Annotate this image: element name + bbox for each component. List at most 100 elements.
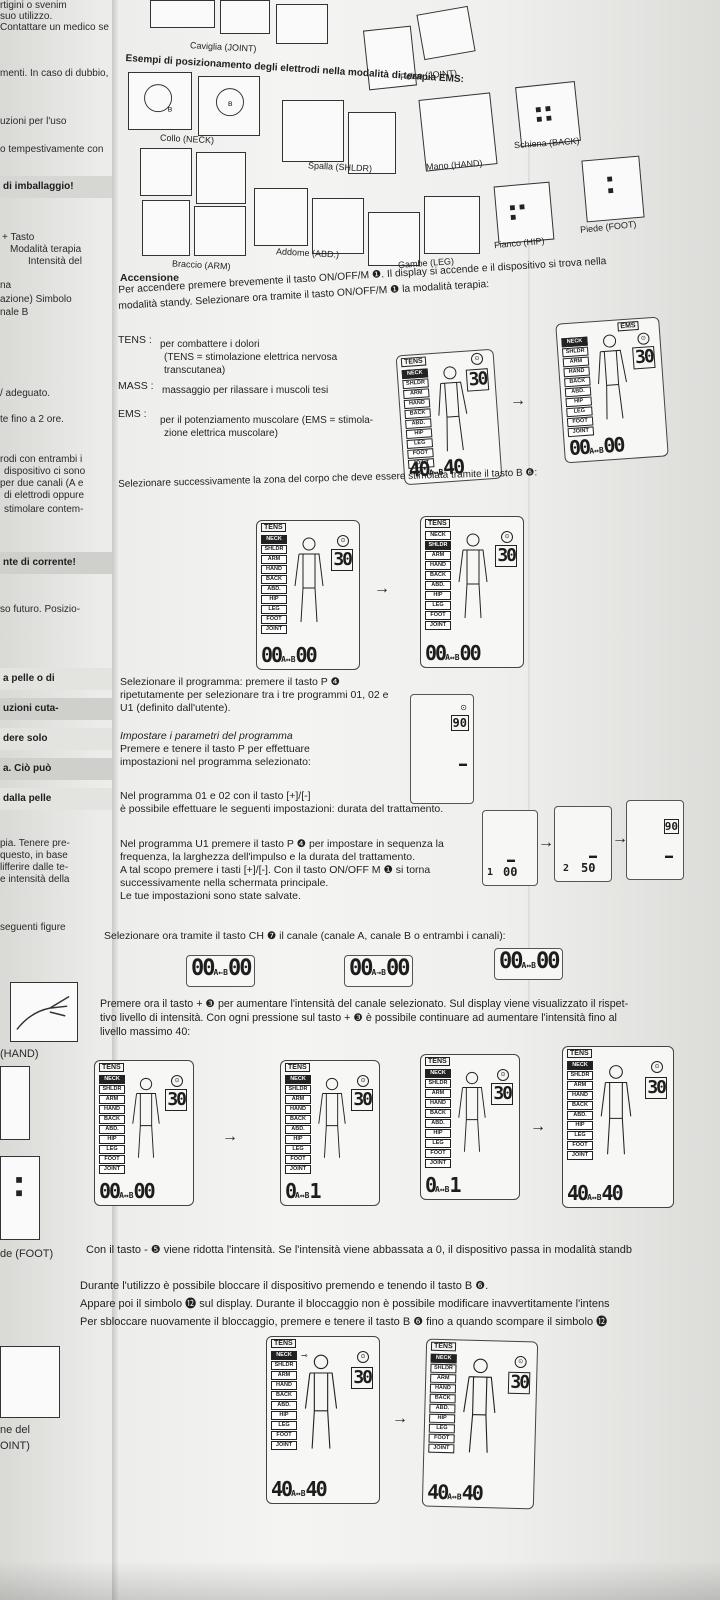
arrow-icon: →: [222, 1128, 238, 1145]
lcd-zone: NECK: [430, 1353, 457, 1364]
ankle-photo: [150, 0, 215, 28]
mode-ems-text: zione elettrica muscolare): [164, 428, 278, 439]
body-outline-icon: [591, 332, 634, 429]
lcd-zone: FOOT: [566, 416, 594, 428]
lcd-zone: SHLDR: [99, 1085, 125, 1094]
lcd-mode: TENS: [425, 519, 450, 528]
timer-icon: ⊙: [357, 1351, 369, 1363]
lcd-zone: FOOT: [271, 1431, 297, 1440]
lcd-zone: HAND: [403, 398, 431, 410]
body-outline-icon: [597, 1059, 635, 1168]
channel-display-a: 00A←B00: [186, 955, 256, 987]
left-line: + Tasto: [2, 232, 35, 243]
lock-text: Durante l'utilizzo è possibile bloccare …: [80, 1280, 489, 1292]
lcd-timer: 30: [165, 1089, 187, 1111]
lcd-mode: TENS: [425, 1057, 450, 1066]
power-on-heading: Accensione: [120, 272, 179, 284]
lcd-zone: HIP: [261, 595, 287, 604]
lcd-zone: ABD.: [425, 581, 451, 590]
duration-icon: ▬: [665, 851, 673, 860]
arrow-icon: →: [392, 1410, 408, 1427]
left-bar: dere solo: [0, 728, 112, 750]
lcd-display: EMS NECK SHLDR ARM HAND BACK ABD. HIP LE…: [555, 316, 669, 464]
mode-ems-text: per il potenziamento muscolare (EMS = st…: [160, 415, 374, 426]
left-bar: a. Ciò può: [0, 758, 112, 780]
mini-display: ▬ 1 00: [482, 810, 538, 886]
left-line: rtigini o svenim: [0, 0, 67, 11]
lcd-zone: ARM: [425, 1089, 451, 1098]
lcd-channels: 0A↔B1: [285, 1179, 322, 1203]
lcd-mode: TENS: [567, 1049, 592, 1058]
lcd-zone: BACK: [429, 1393, 456, 1404]
lcd-zone: NECK: [567, 1061, 593, 1070]
back-photo: [515, 81, 581, 147]
left-line: e intensità della: [0, 874, 70, 885]
lcd-channels: 0A↔B1: [425, 1173, 462, 1197]
body-outline-icon: [301, 1349, 341, 1462]
program-u1-text: frequenza, la larghezza dell'impulso e l…: [120, 851, 416, 863]
arm-photo: [194, 206, 246, 256]
lcd-zone: BACK: [425, 571, 451, 580]
lcd-timer: 30: [351, 1089, 373, 1111]
body-outline-icon: [291, 533, 327, 634]
lcd-channels: 00A↔B00: [261, 643, 318, 667]
lcd-zone: HAND: [99, 1105, 125, 1114]
lcd-zone: JOINT: [261, 625, 287, 634]
timer-icon: ⊙: [501, 531, 513, 543]
body-outline-icon: [455, 529, 491, 630]
program-u1-text: Nel programma U1 premere il tasto P ❹ pe…: [120, 838, 444, 850]
timer-icon: ⊙: [337, 535, 349, 547]
wrist-photo: [416, 5, 476, 61]
mini-value: 2: [563, 863, 570, 874]
frequency-icon: ▬: [507, 855, 515, 864]
lcd-zone: LEG: [428, 1423, 455, 1434]
body-outline-icon: [129, 1073, 163, 1170]
left-line: lifferire dalle te-: [0, 862, 69, 873]
shoulder-photo: [282, 100, 344, 162]
mini-value: 90: [450, 715, 469, 731]
lcd-zone: BACK: [285, 1115, 311, 1124]
joint-photo: [0, 1346, 60, 1418]
program-param-text: Premere e tenere il tasto P per effettua…: [120, 743, 310, 755]
lcd-zone: NECK: [99, 1075, 125, 1084]
lcd-zone: ABD.: [429, 1403, 456, 1414]
lcd-zone: HAND: [563, 366, 590, 378]
leg-photo: [368, 212, 420, 266]
mode-tens-label: TENS :: [118, 334, 152, 346]
lcd-timer: 30: [632, 345, 656, 370]
lcd-zone: ARM: [403, 388, 430, 400]
leg-photo: [424, 196, 480, 254]
lcd-zone: BACK: [404, 408, 431, 420]
svg-text:B: B: [168, 107, 173, 114]
lcd-zone-list: NECK SHLDR ARM HAND BACK ABD. HIP LEG FO…: [561, 336, 595, 438]
lcd-zone: LEG: [261, 605, 287, 614]
lcd-zone: ARM: [99, 1095, 125, 1104]
lcd-zone: NECK: [271, 1351, 297, 1360]
ankle-photo: [220, 0, 270, 34]
lcd-zone: LEG: [425, 601, 451, 610]
arrow-icon: →: [510, 392, 526, 409]
mini-value: 90: [663, 819, 679, 834]
lcd-zone: SHLDR: [430, 1363, 457, 1374]
left-bar: nte di corrente!: [0, 552, 112, 574]
lcd-zone: ABD.: [564, 386, 592, 398]
lcd-zone: NECK: [425, 531, 451, 540]
mode-mass-text: massaggio per rilassare i muscoli tesi: [162, 385, 329, 396]
ankle-photo: [276, 4, 328, 44]
lcd-mode: EMS: [617, 321, 639, 332]
foot-ems-photo: [581, 155, 645, 223]
lock-text: Per sbloccare nuovamente il bloccaggio, …: [80, 1316, 608, 1328]
lcd-zone: JOINT: [428, 1443, 455, 1454]
lcd-zone: HAND: [425, 561, 451, 570]
mini-value: 00: [503, 865, 518, 879]
lock-text: Appare poi il simbolo ⓬ sul display. Dur…: [80, 1298, 610, 1310]
lcd-zone: ABD.: [405, 418, 432, 430]
lcd-mode: TENS: [99, 1063, 124, 1072]
lcd-zone: BACK: [271, 1391, 297, 1400]
